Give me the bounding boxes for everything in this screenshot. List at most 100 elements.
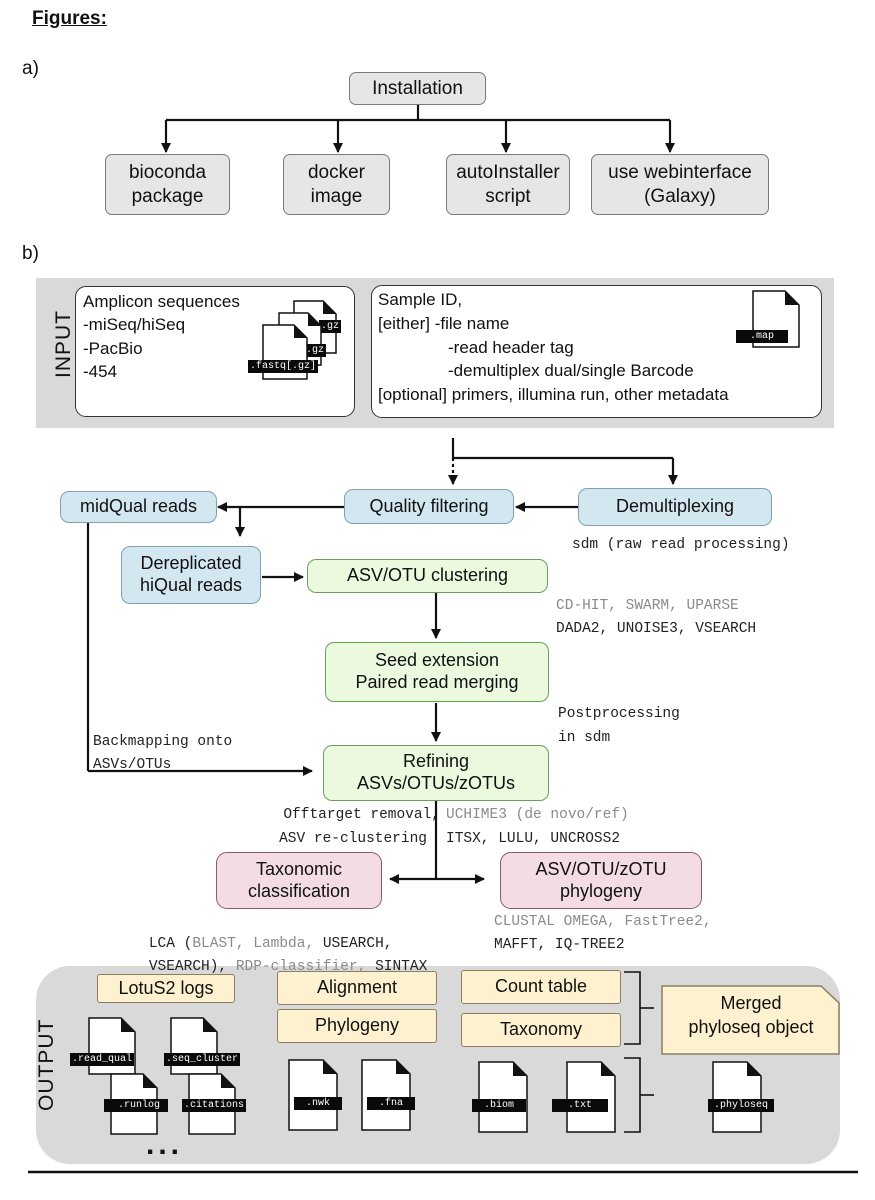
mapping-line2: [either] -file name xyxy=(378,313,510,333)
bioconda-line2: package xyxy=(131,185,204,207)
map-file-icon: .map xyxy=(736,290,800,348)
amplicon-item-miseq: -miSeq/hiSeq xyxy=(83,315,186,335)
demultiplexing-box: Demultiplexing xyxy=(578,488,772,526)
refining-line2: ASVs/OTUs/zOTUs xyxy=(356,773,515,793)
offtarget-label: Offtarget removal, xyxy=(283,807,440,823)
amplicon-title: Amplicon sequences xyxy=(83,292,240,311)
txt-file-icon: .txt xyxy=(552,1061,616,1133)
lca-a: LCA ( xyxy=(148,935,193,952)
output-label: OUTPUT xyxy=(35,1018,58,1111)
panel-a-label: a) xyxy=(22,58,39,79)
citations-file-icon: .citations xyxy=(182,1073,247,1135)
fna-ext: .fna xyxy=(367,1097,416,1110)
taxonomic-line2: classification xyxy=(247,880,351,901)
dereplicated-box: Dereplicated hiQual reads xyxy=(121,546,261,604)
asv-reclustering-label: ASV re-clustering xyxy=(279,831,427,847)
dereplicated-line2: hiQual reads xyxy=(139,575,243,595)
fastq-ext-1: .fastq[.gz] xyxy=(248,360,319,373)
seq-cluster-file-icon: .seq_cluster xyxy=(164,1017,241,1075)
nwk-file-icon: .nwk xyxy=(288,1059,343,1131)
taxonomy-tools-line2: VSEARCH), RDP-classifier, SINTAX xyxy=(114,935,427,1000)
lca-d: VSEARCH), xyxy=(148,958,236,975)
webinterface-line2: (Galaxy) xyxy=(644,185,716,207)
count-table-box: Count table xyxy=(461,970,621,1004)
lca-e: RDP-classifier, xyxy=(235,958,376,975)
seed-line2: Paired read merging xyxy=(355,672,519,692)
runlog-file-icon: .runlog xyxy=(104,1073,169,1135)
merged-line1: Merged xyxy=(720,993,782,1013)
runlog-ext: .runlog xyxy=(104,1099,169,1112)
docker-line2: image xyxy=(310,185,363,207)
fna-file-icon: .fna xyxy=(361,1059,416,1131)
phylogeny-line1: ASV/OTU/zOTU xyxy=(535,858,667,879)
taxonomic-line1: Taxonomic xyxy=(255,858,343,879)
itsx-label: ITSX, LULU, UNCROSS2 xyxy=(446,831,621,847)
docker-box: docker image xyxy=(283,154,390,215)
amplicon-item-454: -454 xyxy=(83,362,118,382)
lca-f: SINTAX xyxy=(375,958,428,975)
webinterface-box: use webinterface (Galaxy) xyxy=(591,154,769,215)
autoinstaller-line1: autoInstaller xyxy=(456,162,560,184)
autoinstaller-line2: script xyxy=(485,185,531,207)
input-label: INPUT xyxy=(52,310,75,378)
more-files-ellipsis: ... xyxy=(146,1128,184,1161)
phylogeny-box: ASV/OTU/zOTU phylogeny xyxy=(500,852,702,909)
dereplicated-line1: Dereplicated xyxy=(140,553,242,574)
citations-ext: .citations xyxy=(182,1099,247,1112)
alignment-box: Alignment xyxy=(277,971,437,1005)
sdm-note: sdm (raw read processing) xyxy=(572,537,790,553)
fastq-ext-2: .gz xyxy=(304,344,327,357)
amplicon-item-pacbio: -PacBio xyxy=(83,338,143,358)
seq-cluster-ext: .seq_cluster xyxy=(164,1053,241,1066)
map-ext: .map xyxy=(736,330,789,343)
midqual-reads-box: midQual reads xyxy=(60,491,217,523)
phyloseq-file-icon: .phyloseq xyxy=(708,1061,775,1133)
mapping-line3: -read header tag xyxy=(448,337,574,357)
quality-filtering-box: Quality filtering xyxy=(344,489,514,524)
postprocessing-line1: Postprocessing xyxy=(558,706,680,722)
refining-line1: Refining xyxy=(402,751,470,772)
lotus-logs-box: LotuS2 logs xyxy=(97,974,235,1003)
merged-phyloseq-shape xyxy=(661,985,840,1055)
fastq-ext-3: .gz xyxy=(319,320,342,333)
phylogeny-tools-line2: MAFFT, IQ-TREE2 xyxy=(494,937,625,953)
lca-c: USEARCH, xyxy=(322,935,393,952)
uchime-label: UCHIME3 (de novo/ref) xyxy=(446,807,629,823)
backmapping-line2: ASVs/OTUs xyxy=(93,757,172,773)
txt-ext: .txt xyxy=(552,1099,609,1112)
phylogeny-tools-line1: CLUSTAL OMEGA, FastTree2, xyxy=(494,914,712,930)
mapping-line4: -demultiplex dual/single Barcode xyxy=(448,361,694,381)
postprocessing-line2: in sdm xyxy=(558,730,611,746)
taxonomy-tools-line1: LCA (BLAST, Lambda, USEARCH, xyxy=(114,912,393,977)
phylogeny-output-box: Phylogeny xyxy=(277,1009,437,1043)
clustering-box: ASV/OTU clustering xyxy=(307,559,548,593)
bioconda-box: bioconda package xyxy=(105,154,230,215)
taxonomy-output-box: Taxonomy xyxy=(461,1013,621,1047)
nwk-ext: .nwk xyxy=(294,1097,343,1110)
clustering-tools-line2: DADA2, UNOISE3, VSEARCH xyxy=(556,621,757,637)
read-qual-file-icon: .read_qual xyxy=(70,1017,136,1075)
mapping-line5: [optional] primers, illumina run, other … xyxy=(378,385,729,405)
taxonomic-classification-box: Taxonomic classification xyxy=(216,852,382,909)
backmapping-line1: Backmapping onto xyxy=(93,734,233,750)
mapping-box: Sample ID, [either] -file name -read hea… xyxy=(371,285,822,418)
phylogeny-line2: phylogeny xyxy=(559,880,643,901)
phyloseq-ext: .phyloseq xyxy=(708,1099,775,1112)
fastq-file-icon-front: .fastq[.gz] xyxy=(248,324,319,380)
lca-b: BLAST, Lambda, xyxy=(192,935,323,952)
seed-extension-box: Seed extension Paired read merging xyxy=(325,642,549,702)
refining-box: Refining ASVs/OTUs/zOTUs xyxy=(323,745,549,801)
clustering-tools-line1: CD-HIT, SWARM, UPARSE xyxy=(556,598,739,614)
bioconda-line1: bioconda xyxy=(128,162,207,184)
merged-line2: phyloseq object xyxy=(688,1017,814,1038)
read-qual-ext: .read_qual xyxy=(70,1053,135,1066)
figures-heading: Figures: xyxy=(32,8,107,29)
mapping-line1: Sample ID, xyxy=(378,290,463,309)
installation-box: Installation xyxy=(349,72,486,105)
seed-line1: Seed extension xyxy=(374,650,500,671)
biom-ext: .biom xyxy=(472,1099,527,1112)
webinterface-line1: use webinterface xyxy=(608,162,752,184)
biom-file-icon: .biom xyxy=(472,1061,528,1133)
